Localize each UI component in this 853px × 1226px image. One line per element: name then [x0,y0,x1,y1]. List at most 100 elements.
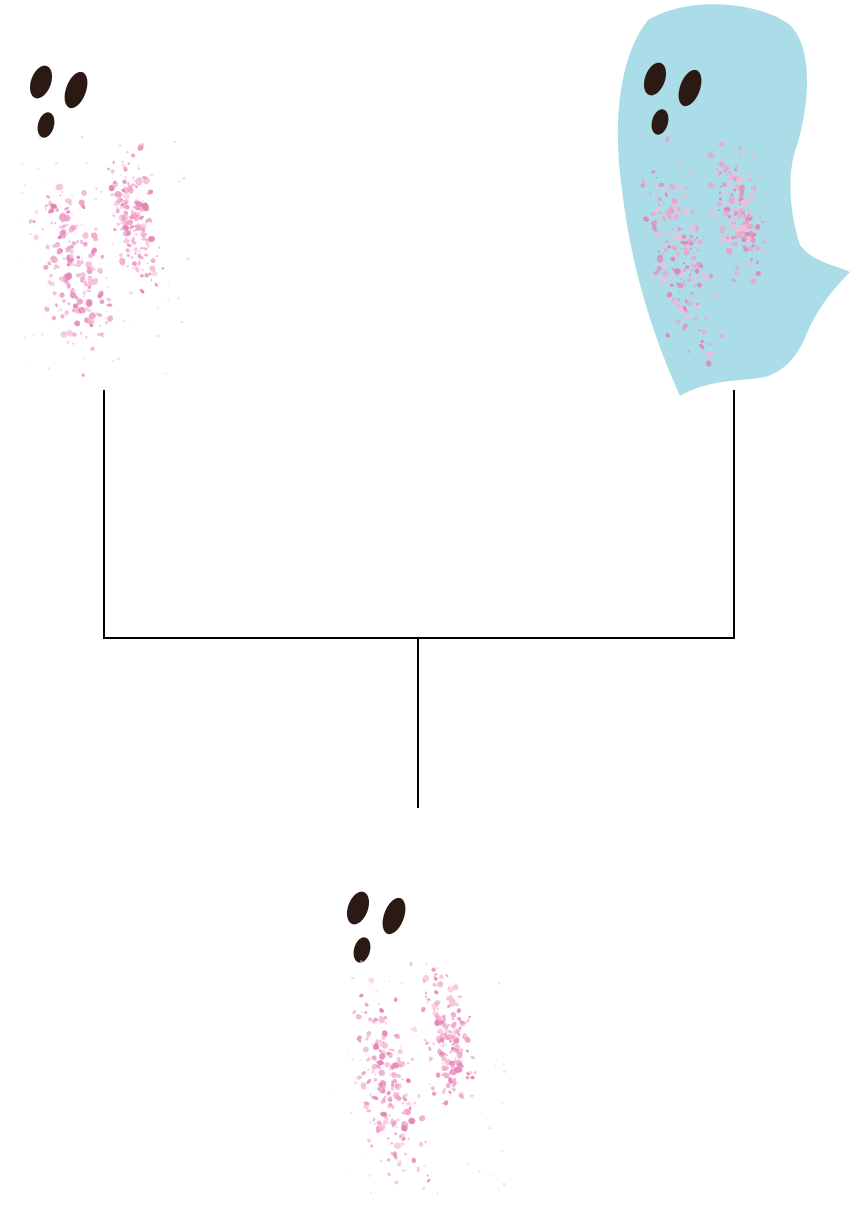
speckle-dot [731,278,736,283]
speckle-dot [421,1006,426,1013]
speckle-dot [498,1189,500,1192]
speckle-dot [387,1144,389,1146]
speckle-dot [144,273,149,278]
speckle-dot [465,1049,469,1053]
speckle-dot [60,219,62,221]
speckle-dot [444,1053,448,1057]
speckle-dot [368,1017,373,1022]
speckle-dot [121,163,126,168]
speckle-dot [746,223,754,230]
speckle-dot [371,1063,378,1070]
speckle-dot [384,1061,391,1068]
speckle-dot [85,162,88,165]
speckle-dot [68,240,71,243]
speckle-dot [720,185,723,188]
speckle-dot [718,161,725,168]
speckle-dot [55,208,59,212]
speckle-dot [672,214,676,218]
speckle-dot [732,201,735,204]
speckle-dot [126,151,129,154]
speckle-dot [139,288,145,294]
speckle-dot [143,253,149,257]
speckle-dot [676,282,680,286]
speckle-dot [697,239,704,246]
speckle-dot [356,1075,363,1080]
speckle-dot [767,148,770,152]
speckle-dot [726,192,730,195]
speckle-dot [356,1035,362,1041]
speckle-dot [55,183,64,191]
speckle-dot [156,334,160,338]
speckle-dot [718,188,720,190]
speckle-dot [451,1087,456,1092]
speckle-dot [458,1049,464,1055]
speckle-dot [80,135,84,139]
speckle-dot [120,203,124,206]
speckle-dot [636,168,638,171]
speckle-dot [120,220,126,225]
eye-right [382,897,406,935]
speckle-dot [677,298,681,301]
speckle-dot [754,133,756,136]
speckle-dot [28,219,33,224]
speckle-dot [126,243,132,248]
speckle-dot [387,1137,390,1140]
speckle-dot [407,1137,410,1141]
speckle-dot [70,287,75,294]
speckle-dot [733,222,737,224]
speckle-dot [411,1157,417,1163]
speckle-dot [682,323,688,330]
speckle-dot [695,228,699,232]
eye-right [64,71,88,109]
speckle-dot [750,154,755,158]
speckle-dot [136,214,141,219]
speckle-dot [443,1029,449,1035]
speckle-dot [80,239,83,245]
speckle-dot [57,235,62,240]
speckle-dot [148,272,152,276]
speckle-dot [684,194,689,198]
speckle-dot [756,235,759,238]
speckle-dot [66,340,70,344]
speckle-dot [743,199,746,201]
speckle-dot [655,206,661,213]
speckle-dot [729,226,735,231]
speckle-dot [147,217,153,223]
speckle-dot [376,1130,379,1133]
speckle-dot [687,232,689,235]
speckle-dot [448,998,456,1007]
speckle-dot [371,1043,374,1046]
speckle-dot [433,975,437,980]
speckle-dot [81,257,83,260]
speckle-dot [393,1091,396,1093]
speckle-dot [704,330,707,332]
speckle-dot [379,1159,383,1163]
speckle-dot [134,225,138,228]
speckle-dot [393,1142,402,1150]
speckle-dot [145,219,149,224]
speckle-dot [672,228,675,231]
speckle-dot [444,973,448,976]
speckle-dot [747,197,750,200]
speckle-dot [689,247,693,251]
speckle-dot [125,248,131,253]
speckle-dot [105,276,108,280]
speckle-dot [721,201,726,206]
speckle-dot [428,1056,433,1062]
speckle-dot [66,210,71,214]
speckle-dot [696,249,700,252]
speckle-dot [702,235,705,238]
speckle-dot [413,1101,417,1105]
speckle-dot [69,244,74,249]
speckle-dot [80,224,83,226]
speckle-dot [142,202,149,212]
speckle-dot [681,239,683,242]
speckle-dot [391,1063,395,1067]
speckle-dot [350,1111,353,1114]
speckle-dot [671,198,678,204]
speckle-dot [29,233,32,236]
speckle-dot [442,1023,450,1029]
speckle-dot [676,225,679,228]
speckle-dot [730,193,734,197]
speckle-dot [447,1004,451,1008]
